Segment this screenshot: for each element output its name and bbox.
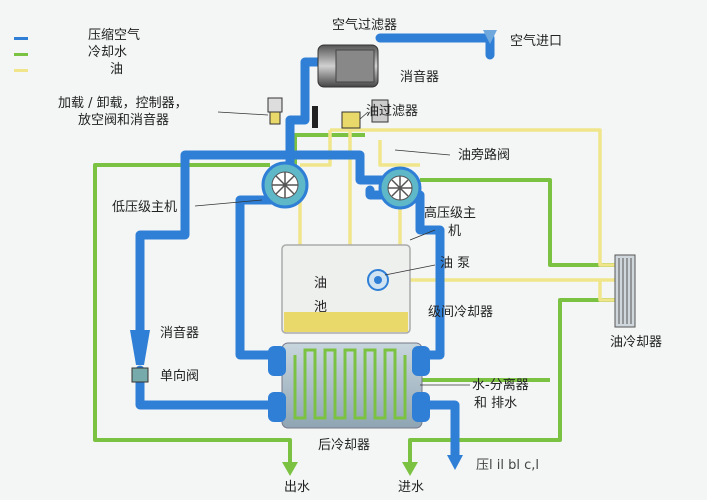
legend-oil-swatch bbox=[14, 69, 28, 72]
label-water-out: 出水 bbox=[284, 480, 311, 495]
water-pipe-right-lower bbox=[408, 298, 615, 462]
intercooler-left-cap bbox=[268, 346, 286, 376]
silencer-left-cone bbox=[130, 330, 150, 365]
intercooler-coil bbox=[293, 348, 407, 420]
label-air-inlet: 空气进口 bbox=[510, 34, 563, 49]
label-water-separator-2: 和 排水 bbox=[474, 396, 518, 411]
air-pipe-lp-to-intercooler bbox=[235, 195, 295, 360]
oil-pipes bbox=[298, 120, 615, 302]
blowoff-valve-a bbox=[267, 97, 283, 113]
label-oil-bypass: 油旁路阀 bbox=[458, 148, 511, 163]
water-pipes bbox=[93, 133, 615, 462]
oil-bypass-valve-body bbox=[371, 99, 389, 123]
label-oil-sump-2: 池 bbox=[314, 300, 328, 315]
air-pipe-outlet bbox=[415, 400, 460, 460]
label-load-unload: 加载 / 卸载，控制器， bbox=[58, 96, 188, 111]
air-pipe-hp-to-silencer bbox=[135, 150, 405, 335]
legend-air-swatch bbox=[14, 37, 28, 40]
legend-water-swatch bbox=[14, 53, 28, 56]
label-oil-filter: 油过滤器 bbox=[366, 104, 419, 119]
legend-air-label: 压缩空气 bbox=[88, 28, 141, 43]
oil-cooler bbox=[614, 254, 636, 328]
intercooler-right-cap bbox=[412, 346, 430, 376]
label-high-stage-2: 机 bbox=[448, 224, 462, 239]
label-aftercooler: 后冷却器 bbox=[318, 438, 371, 453]
label-check-valve: 单向阀 bbox=[160, 369, 200, 384]
label-oil-pump: 油 泵 bbox=[440, 256, 471, 271]
label-intercooler: 级间冷却器 bbox=[428, 305, 494, 320]
oil-filter-body bbox=[341, 111, 361, 129]
air-pipe-intercooler-to-hp bbox=[365, 185, 445, 360]
label-water-in: 进水 bbox=[398, 480, 425, 495]
label-oil-cooler: 油冷却器 bbox=[610, 335, 663, 350]
water-pipe-right-upper bbox=[420, 178, 615, 267]
aftercooler-right-cap bbox=[412, 392, 430, 422]
water-pipe-left-loop bbox=[93, 163, 292, 462]
blowoff-valve-b bbox=[269, 111, 281, 125]
oil-pipe-bypass bbox=[378, 140, 420, 167]
label-high-stage-1: 高压级主 bbox=[424, 206, 477, 221]
oil-pump bbox=[367, 269, 389, 291]
label-air-filter: 空气过滤器 bbox=[332, 18, 398, 33]
label-air-out-partial: 压l il bl c,l bbox=[476, 458, 539, 473]
check-valve-body bbox=[131, 367, 149, 383]
blowoff-valve-c bbox=[312, 106, 318, 128]
air-outlet-arrow bbox=[447, 455, 463, 470]
high-stage-compressor bbox=[378, 166, 422, 210]
label-water-separator-1: 水-分离器 bbox=[472, 378, 529, 393]
air-filter-element bbox=[335, 49, 375, 83]
oil-sump-level bbox=[284, 312, 408, 332]
water-out-arrow bbox=[282, 462, 298, 476]
oil-sump-tank bbox=[281, 244, 411, 334]
low-stage-compressor bbox=[261, 161, 309, 209]
legend-oil-label: 油 bbox=[110, 62, 124, 77]
label-low-stage: 低压级主机 bbox=[112, 200, 178, 215]
label-blowoff: 放空阀和消音器 bbox=[78, 113, 170, 128]
oil-pipe-lp bbox=[300, 130, 332, 167]
label-oil-sump-1: 油 bbox=[314, 276, 328, 291]
oil-pipe-cooler-return bbox=[598, 280, 615, 302]
label-silencer-left: 消音器 bbox=[160, 326, 200, 341]
aftercooler-left-cap bbox=[268, 392, 286, 422]
air-pipe-filter-to-lp bbox=[285, 57, 323, 175]
oil-pipe-to-cooler bbox=[330, 128, 615, 267]
air-pipe-inlet bbox=[375, 33, 495, 60]
legend-water-label: 冷却水 bbox=[88, 45, 128, 60]
intercooler-body bbox=[281, 342, 423, 429]
label-silencer-top: 消音器 bbox=[400, 70, 440, 85]
leader-lines bbox=[194, 111, 470, 386]
air-inlet-arrow bbox=[483, 30, 497, 44]
water-in-arrow bbox=[402, 462, 418, 476]
